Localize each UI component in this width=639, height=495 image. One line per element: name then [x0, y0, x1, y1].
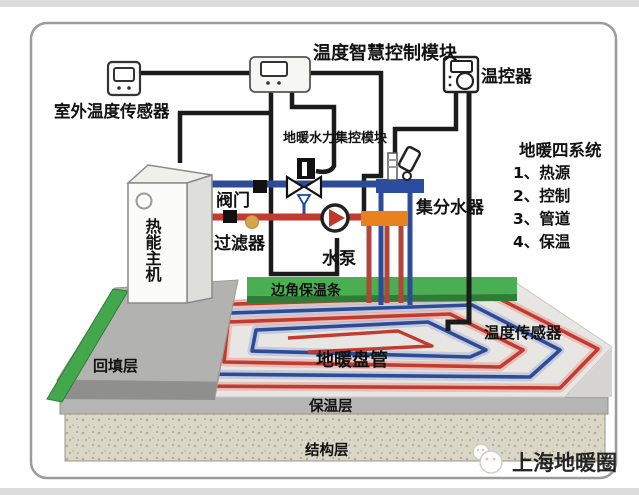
host-side [186, 173, 213, 304]
wechat-eye-1 [476, 448, 480, 452]
label-heat-host: 热能主机 [143, 217, 162, 283]
label-valve: 阀门 [216, 190, 250, 211]
valve-wing-right [302, 175, 323, 199]
label-insulation-layer: 保温层 [308, 397, 353, 415]
wechat-eye-4 [492, 457, 496, 461]
thermostat-dot1 [448, 75, 452, 79]
label-floor-coil: 地暖盘管 [316, 349, 388, 371]
wire-host-to-module [177, 110, 271, 163]
label-hydraulic-module: 地暖水力集控模块 [283, 130, 388, 146]
legend-item-1: 1、热源 [513, 163, 571, 182]
label-edge-insulation: 边角保温条 [270, 282, 342, 299]
thermometer-head [397, 145, 422, 173]
heat-host [126, 164, 213, 304]
valve-wing-left [285, 175, 306, 199]
top-edge-band [0, 0, 639, 7]
backfill-platform [55, 279, 239, 400]
pump-rotor [329, 209, 345, 227]
control-wires [140, 70, 472, 331]
wire-thermostat-to-manifold-sensor [392, 92, 459, 154]
outdoor-sensor-screen [113, 67, 135, 82]
control-module-screen [260, 61, 288, 77]
watermark-text: 上海地暖圈 [512, 451, 617, 475]
label-thermostat: 温控器 [481, 66, 533, 87]
watermark: 上海地暖圈 [472, 443, 617, 475]
wire-module-to-valve-actuator [289, 92, 337, 175]
structure-front [64, 413, 606, 462]
filter-icon [245, 215, 259, 229]
host-indicator [135, 192, 153, 210]
label-backfill-layer: 回填层 [93, 357, 138, 375]
manifold-blue-bar [376, 179, 424, 193]
thermostat-dial [455, 71, 475, 91]
valve-blue-pipe [253, 180, 267, 193]
legend-item-3: 3、管道 [513, 209, 571, 228]
label-manifold: 集分水器 [415, 197, 485, 218]
platform-front [55, 380, 217, 400]
wire-module-to-manifold [309, 70, 384, 212]
valve-actuator-slit [302, 162, 307, 176]
coil-red-inner-hook [287, 329, 434, 354]
label-filter: 过滤器 [214, 233, 266, 254]
edge-insulation-strip-left [46, 288, 129, 403]
three-way-valve [285, 158, 323, 207]
label-outdoor-sensor: 室外温度传感器 [54, 101, 170, 121]
thermostat-screen [450, 60, 473, 73]
legend-title: 地暖四系统 [519, 140, 602, 160]
wechat-eye-2 [481, 448, 485, 452]
manifold-thermometer [397, 145, 422, 173]
label-structure-layer: 结构层 [305, 441, 349, 459]
control-module-dot2 [277, 81, 281, 85]
legend-item-2: 2、控制 [513, 186, 570, 205]
manifold-orange-bar [361, 211, 408, 226]
bottom-edge-band [0, 488, 639, 495]
legend-item-4: 4、保温 [513, 232, 571, 251]
label-title-top: 温度智慧控制模块 [313, 42, 458, 64]
coil-blue-3 [250, 320, 488, 359]
manifold [361, 145, 424, 303]
outdoor-sensor-dot1 [117, 86, 121, 90]
coil-red-2 [222, 312, 525, 369]
wechat-icon-bubble-big [479, 450, 503, 474]
label-temp-sensor: 温度传感器 [484, 323, 562, 342]
valve-red-pipe [223, 210, 237, 223]
legend: 地暖四系统 1、热源 2、控制 3、管道 4、保温 [513, 140, 602, 251]
valve-wing-down [296, 194, 312, 207]
wechat-eye-3 [485, 457, 489, 461]
label-pump: 水泵 [322, 248, 356, 269]
structure-layer [64, 413, 606, 462]
outdoor-sensor-device [106, 60, 142, 97]
floor-slab-side [566, 348, 612, 397]
pump-icon [320, 203, 350, 233]
control-module-device [249, 56, 311, 93]
thermostat-dot2 [448, 83, 452, 87]
outdoor-sensor-dot2 [127, 86, 131, 90]
control-module-dot1 [266, 81, 270, 85]
thermostat-device [442, 55, 480, 94]
host-front [127, 182, 188, 304]
wire-thermostat-to-floor-sensor [445, 92, 472, 331]
thermometer-bulb [402, 171, 412, 181]
